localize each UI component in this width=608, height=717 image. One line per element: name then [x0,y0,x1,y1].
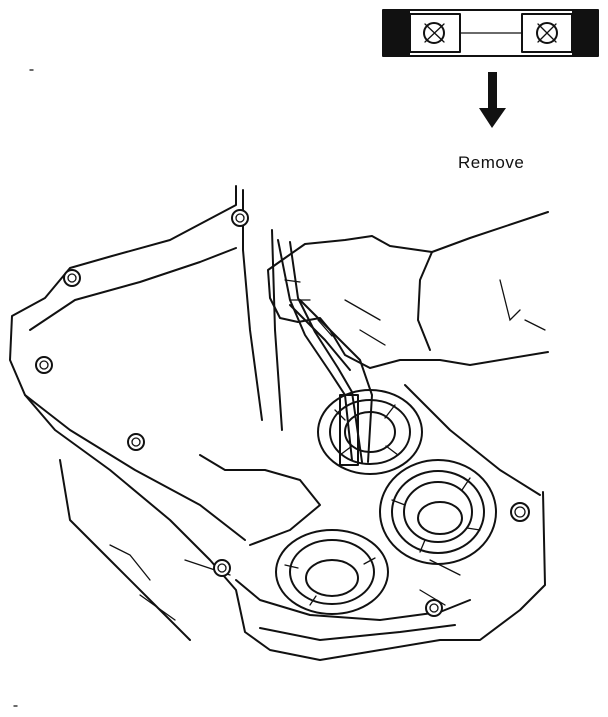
ball-bearing-icon [382,9,599,57]
bearing-lower [275,529,389,615]
hand [267,211,549,369]
scan-marks [13,69,34,707]
snap-ring-pliers [277,239,373,466]
arrow-down-icon [479,72,506,128]
bearing-right [379,459,497,565]
bolt-holes [35,209,530,617]
transmission-case [9,185,546,661]
remove-label: Remove [458,153,525,172]
